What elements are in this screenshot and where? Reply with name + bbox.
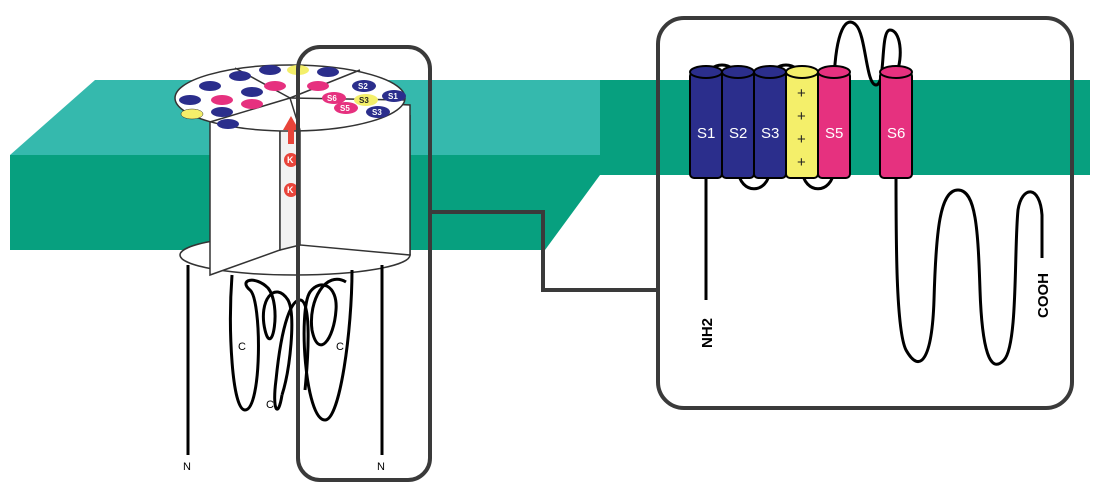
helix-s1: S1 bbox=[689, 65, 723, 179]
channel-tetramer: S2 S1 S6 S3 S5 S3 K K bbox=[174, 64, 411, 473]
s4-charge-1: + bbox=[797, 85, 806, 102]
top-helices: S2 S1 S6 S3 S5 S3 bbox=[179, 65, 406, 129]
svg-text:S1: S1 bbox=[697, 125, 715, 142]
helix-s3: S3 bbox=[753, 65, 787, 179]
helix-s6: S6 bbox=[879, 65, 913, 179]
intracellular-tails bbox=[186, 265, 384, 455]
svg-text:S3: S3 bbox=[761, 125, 779, 142]
top-label-s1: S1 bbox=[388, 92, 398, 101]
c-label-right: C bbox=[336, 341, 344, 353]
loop-s5-s6-pore bbox=[832, 20, 902, 87]
top-label-s5: S5 bbox=[340, 104, 350, 113]
top-label-s2: S2 bbox=[358, 82, 368, 91]
svg-text:K: K bbox=[287, 185, 294, 195]
membrane-front-slope bbox=[545, 155, 600, 250]
helix-s5: S5 bbox=[817, 65, 851, 179]
s4-charge-3: + bbox=[797, 131, 806, 148]
svg-text:S2: S2 bbox=[729, 125, 747, 142]
n-label-left: N bbox=[183, 461, 191, 473]
top-label-s3: S3 bbox=[372, 108, 382, 117]
c-terminus-label: COOH bbox=[1035, 273, 1052, 318]
detail-panel: S1 S2 S3 + + + + S5 S6 bbox=[656, 16, 1074, 410]
membrane bbox=[10, 80, 1090, 250]
svg-text:S6: S6 bbox=[887, 125, 905, 142]
top-label-s6: S6 bbox=[327, 94, 337, 103]
svg-text:K: K bbox=[287, 155, 294, 165]
ion-flow-arrow bbox=[283, 116, 299, 144]
svg-text:S5: S5 bbox=[825, 125, 843, 142]
c-label-left: C bbox=[238, 341, 246, 353]
c-coil-left bbox=[229, 274, 294, 412]
detail-panel-frame bbox=[656, 16, 1074, 410]
helix-s4-voltage-sensor: + + + + bbox=[785, 65, 819, 179]
s4-charge-2: + bbox=[797, 108, 806, 125]
c-coil-center bbox=[273, 298, 310, 411]
c-label-bottom: C bbox=[266, 399, 274, 411]
potassium-ion-1: K bbox=[284, 153, 298, 167]
n-label-right: N bbox=[377, 461, 385, 473]
top-label-s4: S3 bbox=[359, 96, 369, 105]
c-terminal-tail bbox=[894, 169, 1044, 366]
subunit-highlight-box bbox=[296, 45, 432, 482]
c-coil-right bbox=[302, 269, 354, 422]
helix-s2: S2 bbox=[721, 65, 755, 179]
n-terminus-label: NH2 bbox=[699, 318, 716, 348]
s4-charge-4: + bbox=[797, 154, 806, 171]
detail-connector bbox=[430, 210, 658, 292]
potassium-ion-2: K bbox=[284, 183, 298, 197]
